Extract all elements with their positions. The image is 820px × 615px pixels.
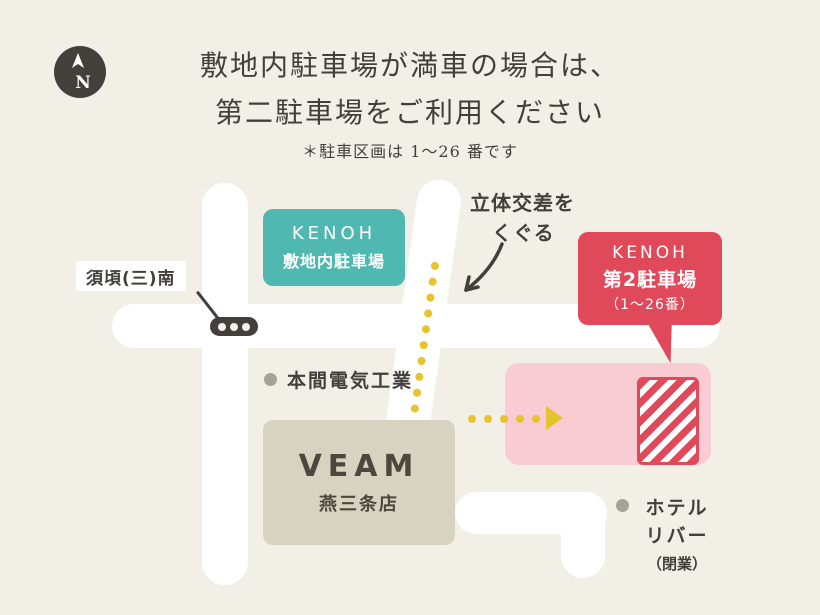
onsite-parking-callout: KENOH 敷地内駐車場 [263, 209, 405, 286]
signal-dot [230, 322, 238, 331]
overpass-note: 立体交差を くぐる [470, 188, 575, 248]
poi-hotel: ホテル リバー （閉業） [616, 494, 715, 578]
poi-honma-label: 本間電気工業 [287, 370, 414, 392]
overpass-arrow-icon [450, 238, 510, 304]
poi-dot-icon [616, 499, 629, 512]
map-title-line1: 敷地内駐車場が満車の場合は、 [199, 49, 620, 82]
signal-dot [218, 322, 226, 331]
compass-arrow-icon: N [72, 53, 91, 93]
traffic-signal-icon [210, 317, 258, 336]
intersection-label: 須頃(三)南 [76, 261, 186, 291]
onsite-parking-en: KENOH [291, 223, 377, 244]
poi-honma: 本間電気工業 [264, 366, 413, 393]
poi-hotel-closed: （閉業） [646, 555, 707, 573]
veam-building: VEAM 燕三条店 [263, 420, 455, 545]
second-parking-en: KENOH [612, 243, 688, 263]
overpass-note-line1: 立体交差を [470, 191, 575, 215]
road-right-vertical [561, 498, 605, 578]
veam-branch: 燕三条店 [319, 494, 399, 515]
veam-name: VEAM [298, 449, 420, 484]
second-parking-range: （1〜26番） [605, 297, 695, 313]
second-parking-jp: 第2駐車場 [602, 269, 698, 291]
compass-icon: N [54, 46, 106, 98]
road-left-vertical [202, 183, 248, 585]
map-title-line2: 第二駐車場をご利用ください [214, 96, 605, 129]
overpass-note-line2: くぐる [492, 221, 555, 245]
striped-parking-marker [637, 377, 699, 465]
route-dots-horizontal [464, 412, 546, 426]
compass-label: N [75, 73, 91, 93]
map-title-note: ＊駐車区画は 1〜26 番です [302, 142, 518, 161]
onsite-parking-jp: 敷地内駐車場 [282, 252, 385, 271]
signal-dot [242, 322, 250, 331]
poi-hotel-line1: ホテル [645, 497, 709, 519]
poi-dot-icon [264, 373, 277, 386]
second-parking-callout: KENOH 第2駐車場 （1〜26番） [578, 232, 722, 325]
route-arrow-icon [546, 406, 563, 430]
poi-hotel-line2: リバー [645, 525, 709, 547]
